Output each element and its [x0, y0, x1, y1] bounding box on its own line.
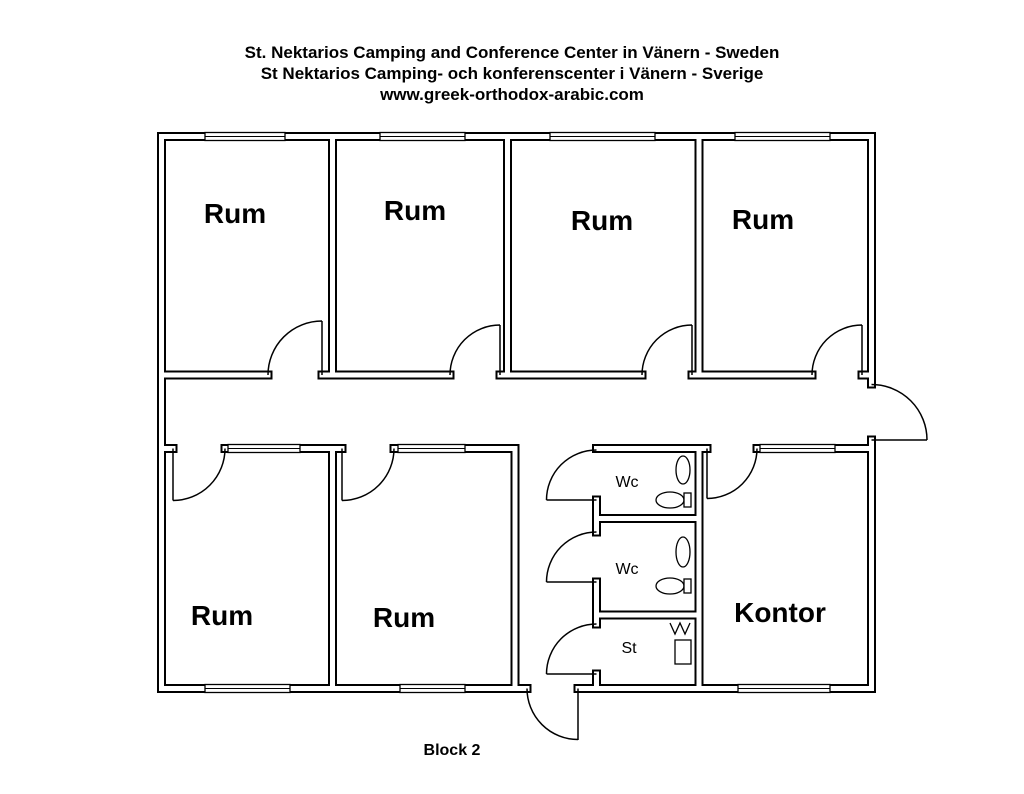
door-room-3 [641, 324, 693, 376]
fixtures [655, 455, 692, 665]
room-label: Rum [571, 205, 633, 236]
door-wc-1 [545, 449, 597, 501]
window [399, 683, 466, 694]
window [549, 131, 656, 142]
wc-label: Wc [615, 474, 638, 491]
kontor-label: Kontor [734, 597, 826, 628]
title-swedish: St Nektarios Camping- och konferenscente… [261, 64, 764, 83]
title-english: St. Nektarios Camping and Conference Cen… [245, 43, 780, 62]
room-label: Rum [384, 195, 446, 226]
storage-label: St [621, 640, 637, 657]
room-label: Rum [732, 204, 794, 235]
block-label: Block 2 [424, 742, 481, 759]
sink-icon [669, 621, 692, 665]
door-room-2 [449, 324, 501, 376]
window [397, 443, 466, 454]
window [204, 683, 291, 694]
door-wc-2 [545, 531, 597, 583]
door-room-1 [267, 320, 323, 376]
toilet-icon [655, 455, 692, 509]
door-room-5 [172, 448, 226, 502]
room-label: Rum [373, 602, 435, 633]
door-room-6 [341, 448, 395, 502]
window [759, 443, 836, 454]
room-label: Rum [191, 600, 253, 631]
doors [172, 320, 928, 741]
window [734, 131, 831, 142]
window [204, 131, 286, 142]
door-kontor [706, 448, 758, 500]
door-storage [545, 623, 597, 675]
windows [204, 131, 836, 694]
window [379, 131, 466, 142]
window [737, 683, 831, 694]
website-url: www.greek-orthodox-arabic.com [379, 85, 644, 104]
wc-label: Wc [615, 561, 638, 578]
room-label: Rum [204, 198, 266, 229]
door-entrance-bottom [526, 688, 579, 741]
toilet-icon [655, 536, 692, 595]
door-entrance-side [871, 383, 928, 441]
door-room-4 [811, 324, 863, 376]
window [227, 443, 301, 454]
